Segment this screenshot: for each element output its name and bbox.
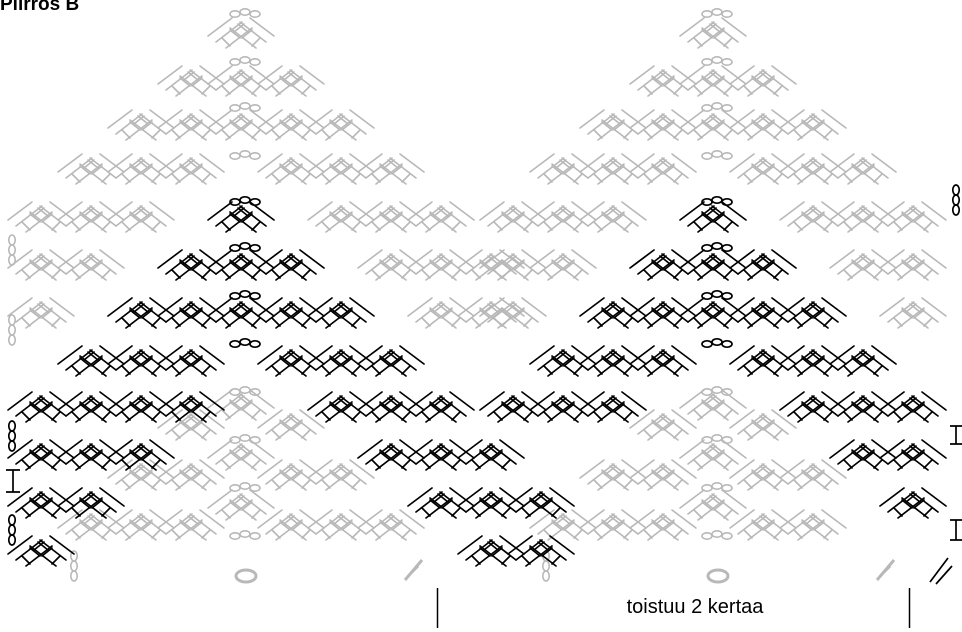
grey-context-stitches bbox=[8, 9, 946, 582]
repeat-label: toistuu 2 kertaa bbox=[545, 596, 845, 619]
